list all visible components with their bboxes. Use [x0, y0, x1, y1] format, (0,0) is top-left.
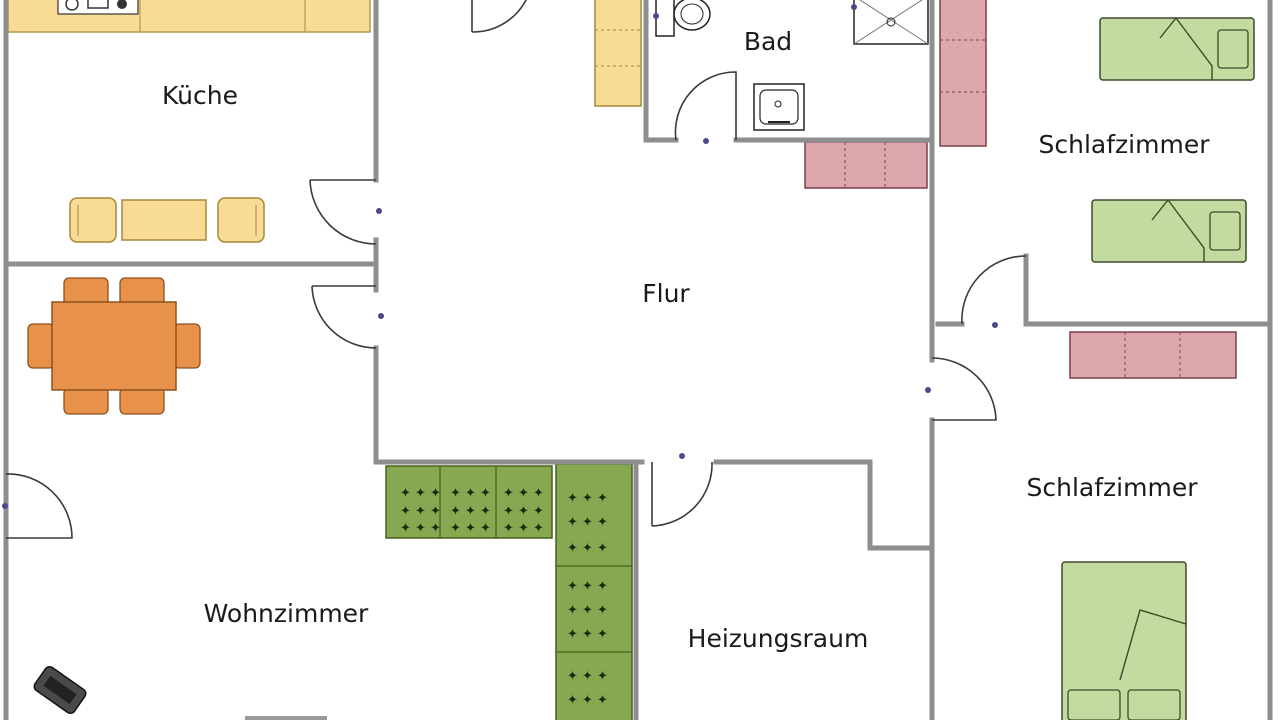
- svg-text:✦ ✦ ✦: ✦ ✦ ✦: [450, 486, 491, 501]
- svg-text:✦ ✦ ✦: ✦ ✦ ✦: [567, 693, 608, 708]
- door-icon: [5, 0, 1027, 539]
- svg-text:✦ ✦ ✦: ✦ ✦ ✦: [400, 521, 441, 536]
- wardrobe: [804, 141, 928, 189]
- svg-text:✦ ✦ ✦: ✦ ✦ ✦: [567, 541, 608, 556]
- svg-text:✦ ✦ ✦: ✦ ✦ ✦: [450, 504, 491, 519]
- bed: [1099, 16, 1255, 81]
- shower-icon: [853, 0, 929, 45]
- bed: [1091, 198, 1247, 263]
- tv-icon: [33, 665, 87, 715]
- walls: [3, 0, 1273, 720]
- room-label-kueche: Küche: [162, 81, 238, 110]
- svg-text:✦ ✦ ✦: ✦ ✦ ✦: [567, 669, 608, 684]
- hall-cabinet: [594, 0, 642, 107]
- kitchen-sofa: [69, 197, 265, 243]
- room-label-heizungsraum: Heizungsraum: [688, 624, 869, 653]
- washbasin-icon: [753, 83, 805, 131]
- svg-text:✦ ✦ ✦: ✦ ✦ ✦: [503, 521, 544, 536]
- kitchen-counter: [7, 0, 371, 33]
- wardrobe: [939, 0, 987, 147]
- svg-text:✦ ✦ ✦: ✦ ✦ ✦: [567, 579, 608, 594]
- toilet-icon: [655, 0, 711, 37]
- svg-text:✦ ✦ ✦: ✦ ✦ ✦: [567, 627, 608, 642]
- svg-text:✦ ✦ ✦: ✦ ✦ ✦: [400, 486, 441, 501]
- svg-text:✦ ✦ ✦: ✦ ✦ ✦: [400, 504, 441, 519]
- marker-icons: [2, 4, 998, 509]
- svg-text:✦ ✦ ✦: ✦ ✦ ✦: [567, 603, 608, 618]
- wardrobe: [1069, 331, 1237, 379]
- bed: [1061, 561, 1187, 720]
- svg-text:✦ ✦ ✦: ✦ ✦ ✦: [567, 515, 608, 530]
- svg-text:✦ ✦ ✦: ✦ ✦ ✦: [450, 521, 491, 536]
- svg-text:✦ ✦ ✦: ✦ ✦ ✦: [503, 504, 544, 519]
- room-label-schlafzimmer-2: Schlafzimmer: [1027, 473, 1199, 502]
- room-label-wohnzimmer: Wohnzimmer: [204, 599, 369, 628]
- room-label-flur: Flur: [642, 279, 690, 308]
- svg-text:✦ ✦ ✦: ✦ ✦ ✦: [567, 491, 608, 506]
- dining-table: [27, 277, 201, 415]
- room-label-schlafzimmer-1: Schlafzimmer: [1039, 130, 1211, 159]
- corner-sofa: ✦ ✦ ✦ ✦ ✦ ✦ ✦ ✦ ✦ ✦ ✦ ✦ ✦ ✦ ✦ ✦ ✦ ✦ ✦ ✦ ✦ ✦ ✦…: [385, 463, 633, 720]
- room-label-bad: Bad: [744, 27, 792, 56]
- stove-burner-icon: [65, 0, 79, 11]
- svg-text:✦ ✦ ✦: ✦ ✦ ✦: [503, 486, 544, 501]
